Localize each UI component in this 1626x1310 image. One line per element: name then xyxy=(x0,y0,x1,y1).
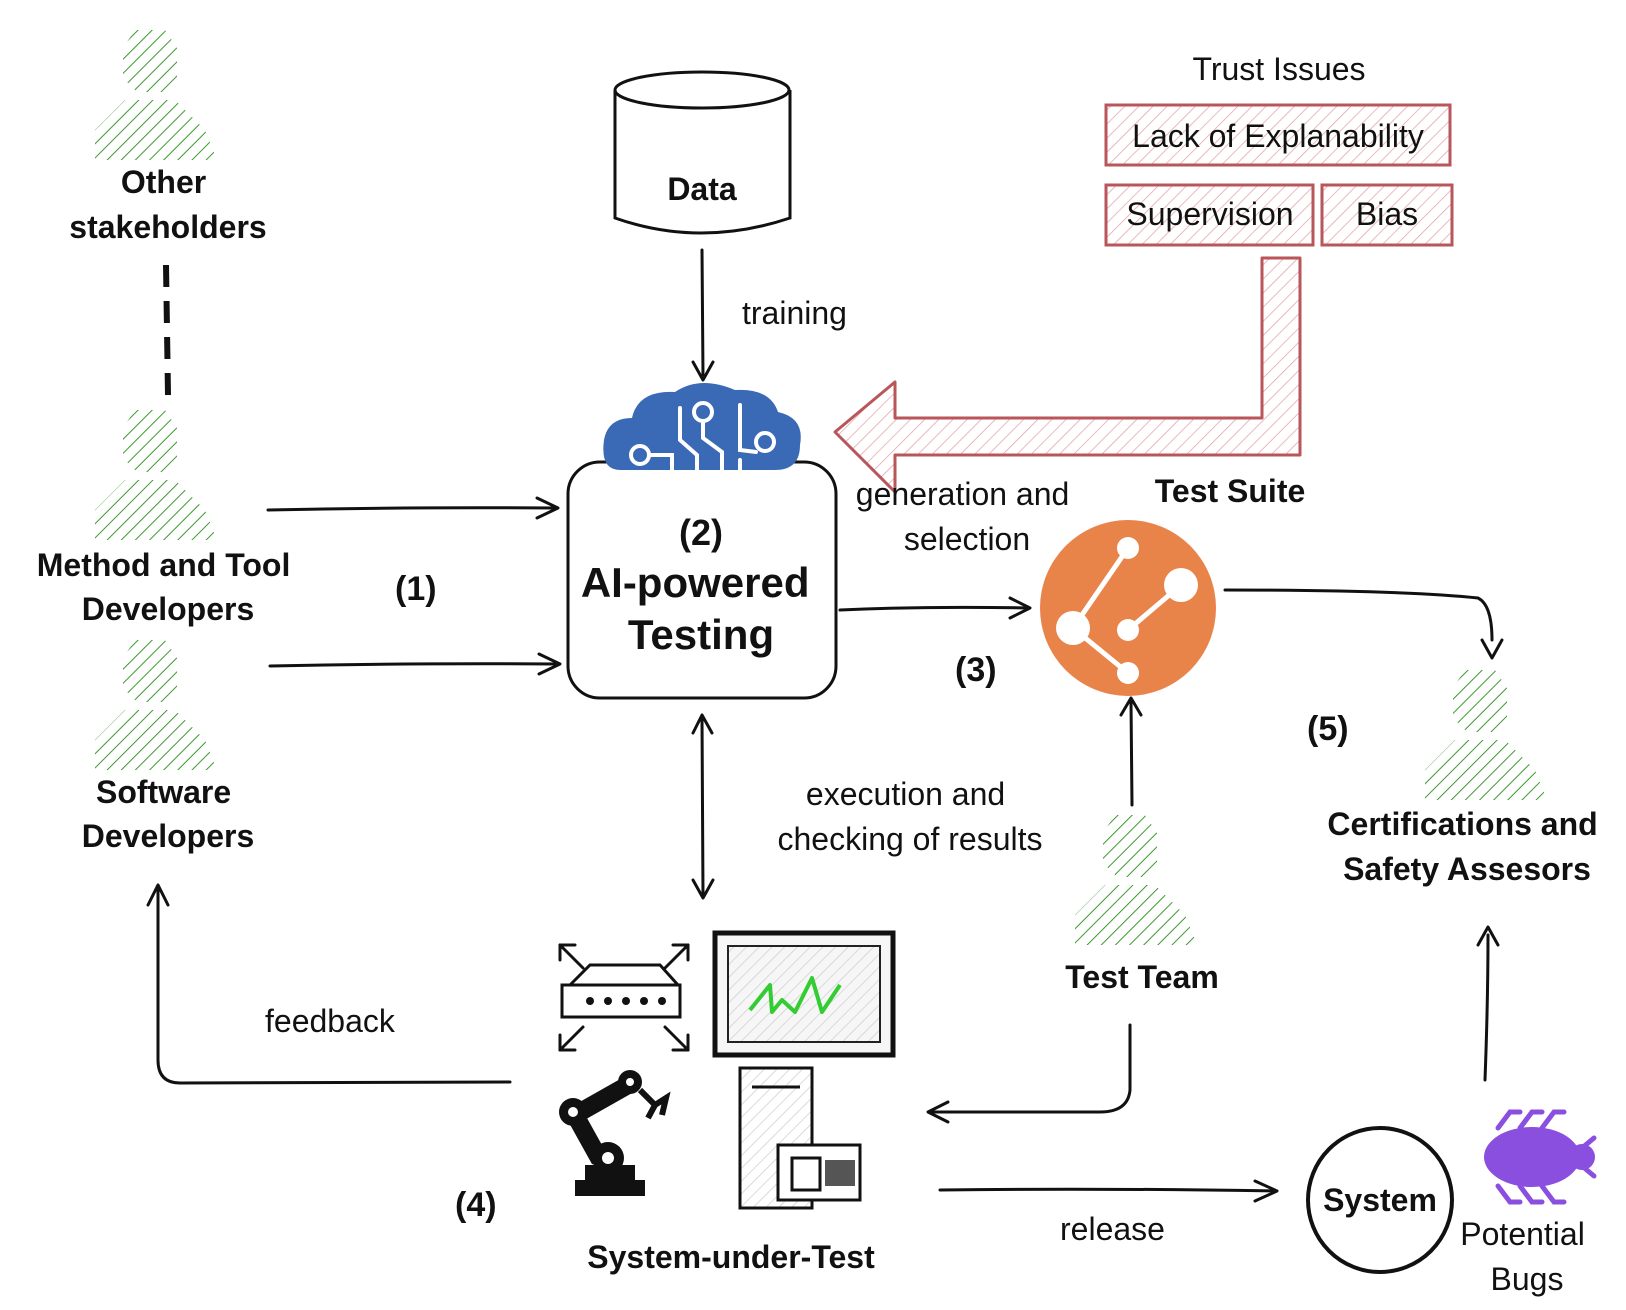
training-label: training xyxy=(742,295,847,331)
other-stakeholders-label: Other stakeholders xyxy=(69,164,266,245)
arrow-test-team-to-sut xyxy=(926,1023,1132,1124)
system-circle xyxy=(1306,1126,1454,1274)
data-store-label: Data xyxy=(667,171,737,207)
step-4-label: (4) xyxy=(455,1186,497,1224)
execution-checking-label: execution and checking of results xyxy=(777,776,1042,857)
arrow-bugs-to-certifiers xyxy=(1476,925,1500,1082)
arrow-training xyxy=(691,248,715,382)
system-label: System xyxy=(1323,1182,1437,1218)
server-computer-icon xyxy=(738,1066,862,1210)
trust-box-supervision xyxy=(1104,183,1315,247)
trust-box-bias xyxy=(1320,183,1454,247)
person-icon-method-tool-developers xyxy=(95,410,217,540)
ai-testing-title: AI-powered Testing xyxy=(581,559,821,658)
arrow-release xyxy=(938,1179,1279,1203)
trust-issues-title: Trust Issues xyxy=(1192,51,1365,87)
arrow-ai-sut-bidirectional xyxy=(691,713,715,900)
brain-cloud-icon xyxy=(603,382,801,472)
arrow-test-team-to-suite xyxy=(1119,696,1143,807)
test-suite-icon xyxy=(1040,520,1216,696)
person-icon-test-team xyxy=(1075,815,1197,945)
step-1-label: (1) xyxy=(395,570,437,608)
method-tool-developers-label: Method and Tool Developers xyxy=(37,547,299,627)
arrow-ai-to-test-suite xyxy=(838,596,1032,620)
person-icon-software-developers xyxy=(95,640,217,770)
network-switch-icon xyxy=(558,943,690,1052)
trust-item-supervision: Supervision xyxy=(1126,196,1293,232)
dashed-connector xyxy=(163,264,171,396)
generation-selection-label: generation and selection xyxy=(856,476,1078,557)
ai-testing-number: (2) xyxy=(679,512,723,553)
trust-box-explainability xyxy=(1104,103,1452,167)
data-store-cylinder xyxy=(613,70,792,235)
trust-item-explainability: Lack of Explanability xyxy=(1132,118,1424,154)
feedback-label: feedback xyxy=(265,1003,396,1039)
trust-item-bias: Bias xyxy=(1356,196,1418,232)
release-label: release xyxy=(1060,1211,1165,1247)
step-3-label: (3) xyxy=(955,651,997,689)
software-developers-label: Software Developers xyxy=(82,774,255,854)
potential-bugs-label: Potential Bugs xyxy=(1460,1216,1593,1297)
monitor-waveform-icon xyxy=(712,930,896,1058)
arrow-method-devs-to-ai xyxy=(266,496,560,520)
certifiers-label: Certifications and Safety Assesors xyxy=(1327,806,1606,887)
bug-icon xyxy=(1484,1109,1597,1205)
test-team-label: Test Team xyxy=(1065,959,1219,995)
person-icon-other-stakeholders xyxy=(95,30,217,160)
step-5-label: (5) xyxy=(1307,710,1349,748)
arrow-software-devs-to-ai xyxy=(268,652,562,676)
robot-arm-icon xyxy=(559,1070,671,1196)
sut-label: System-under-Test xyxy=(587,1239,875,1275)
arrow-feedback xyxy=(146,883,512,1085)
arrow-test-suite-to-certifiers xyxy=(1223,588,1504,660)
trust-issues-big-arrow xyxy=(833,256,1302,494)
test-suite-label: Test Suite xyxy=(1155,473,1306,509)
person-icon-certifiers xyxy=(1425,670,1547,800)
